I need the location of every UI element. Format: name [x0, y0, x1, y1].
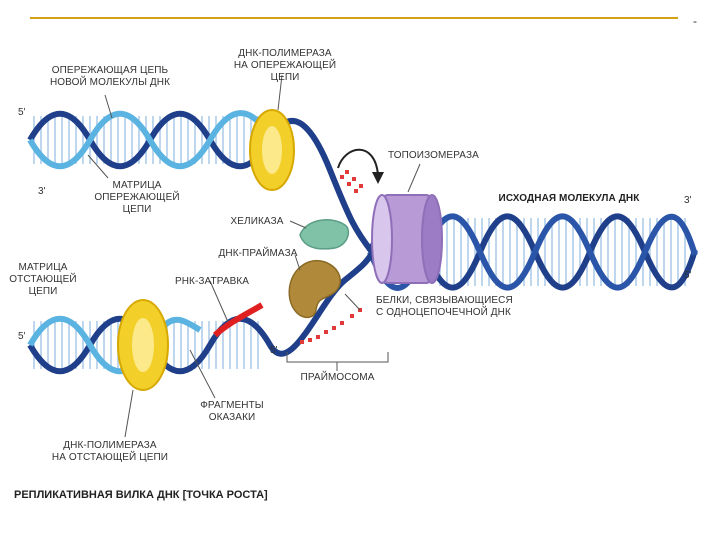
label-okazaki: ФРАГМЕНТЫ ОКАЗАКИ [192, 400, 272, 424]
ssb-dot [352, 177, 356, 181]
ssb-dot [345, 170, 349, 174]
label-rna-primer: РНК-ЗАТРАВКА [172, 276, 252, 288]
dna-polymerase-leading [250, 110, 294, 190]
label-polymerase-leading: ДНК-ПОЛИМЕРАЗА НА ОПЕРЕЖАЮЩЕЙ ЦЕПИ [220, 48, 350, 84]
prime-fork-5: 5' [270, 345, 277, 356]
label-topoisomerase: ТОПОИЗОМЕРАЗА [388, 150, 478, 162]
rotation-arrowhead [372, 172, 384, 184]
ssb-dot [300, 340, 304, 344]
topoisomerase-protein [372, 195, 442, 283]
ssb-dot [340, 175, 344, 179]
rotation-arrow [338, 150, 378, 175]
prime-top-left-5: 5' [18, 107, 25, 118]
leading-new-strand [30, 113, 268, 166]
ssb-dot [359, 184, 363, 188]
label-polymerase-lagging: ДНК-ПОЛИМЕРАЗА НА ОТСТАЮЩЕЙ ЦЕПИ [40, 440, 180, 464]
ssb-dot [350, 314, 354, 318]
ssb-dot [354, 189, 358, 193]
diagram-caption: РЕПЛИКАТИВНАЯ ВИЛКА ДНК [ТОЧКА РОСТА] [14, 489, 268, 501]
label-ssb-proteins: БЕЛКИ, СВЯЗЫВАЮЩИЕСЯ С ОДНОЦЕПОЧЕЧНОЙ ДН… [376, 295, 526, 319]
label-original-dna: ИСХОДНАЯ МОЛЕКУЛА ДНК [489, 193, 649, 205]
label-leading-strand: ОПЕРЕЖАЮЩАЯ ЦЕПЬ НОВОЙ МОЛЕКУЛЫ ДНК [40, 65, 180, 89]
dna-polymerase-lagging [118, 300, 168, 390]
ssb-dot [308, 338, 312, 342]
label-primosome: ПРАЙМОСОМА [300, 372, 375, 384]
ssb-dot [340, 321, 344, 325]
ssb-dot [324, 330, 328, 334]
prime-right-3: 3' [684, 195, 691, 206]
prime-right-5: 5' [684, 270, 691, 281]
label-primase: ДНК-ПРАЙМАЗА [218, 248, 298, 260]
label-lagging-template: МАТРИЦА ОТСТАЮЩЕЙ ЦЕПИ [8, 262, 78, 298]
label-leading-template: МАТРИЦА ОПЕРЕЖАЮЩЕЙ ЦЕПИ [92, 180, 182, 216]
ssb-dot [347, 182, 351, 186]
primosome-bracket [287, 352, 388, 362]
dna-primase-protein [289, 261, 340, 318]
label-helicase: ХЕЛИКАЗА [222, 216, 292, 228]
prime-top-left-3: 3' [38, 186, 45, 197]
ssb-dot [316, 335, 320, 339]
ssb-dot [332, 326, 336, 330]
prime-lower-left-5: 5' [18, 331, 25, 342]
helicase-protein [300, 220, 348, 249]
